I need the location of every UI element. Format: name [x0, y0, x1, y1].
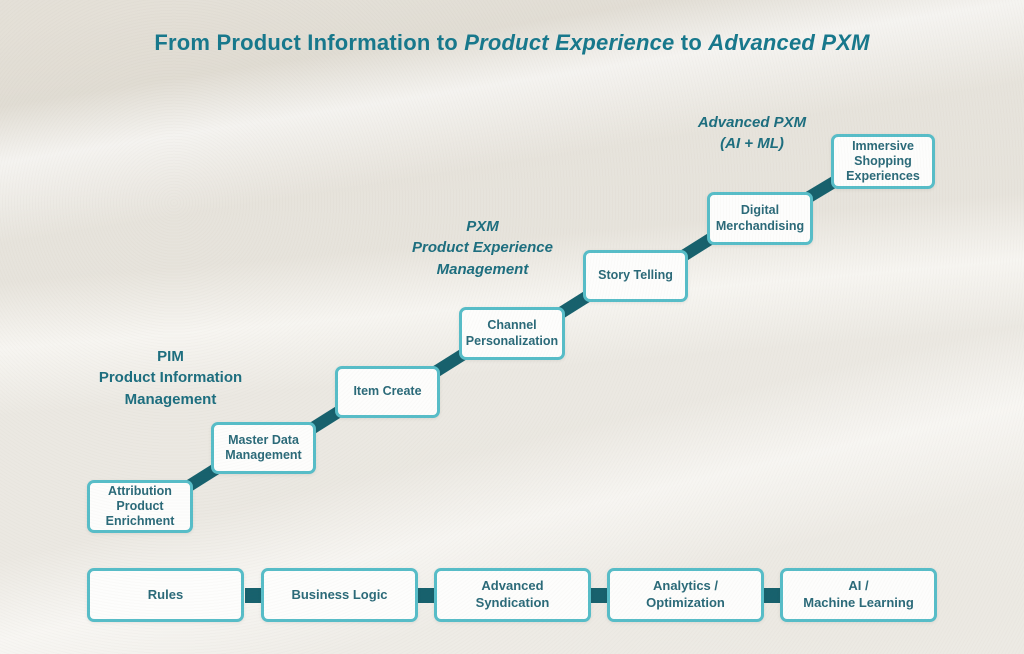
title-prefix: From Product Information to [154, 30, 465, 55]
group-label-advanced-pxm: Advanced PXM (AI + ML) [697, 114, 807, 153]
foundation-connector [764, 588, 780, 603]
foundation-box-rules: Rules [87, 568, 244, 622]
stage-box-master-data-management: Master Data Management [211, 422, 316, 474]
stage-box-digital-merchandising: Digital Merchandising [707, 192, 813, 245]
title-middle: to [674, 30, 709, 55]
foundation-box-business-logic: Business Logic [261, 568, 418, 622]
stage-box-channel-personalization: Channel Personalization [459, 307, 565, 360]
stage-box-item-create: Item Create [335, 366, 440, 418]
foundation-connector [591, 588, 607, 603]
group-label-pim: PIM Product Information Management [98, 348, 243, 408]
title-emphasis-product-experience: Product Experience [464, 30, 675, 55]
page-title: From Product Information to Product Expe… [0, 30, 1024, 56]
foundation-connector [245, 588, 261, 603]
foundation-box-advanced-syndication: Advanced Syndication [434, 568, 591, 622]
stage-box-immersive-shopping-experiences: Immersive Shopping Experiences [831, 134, 935, 189]
foundation-box-ai-machine-learning: AI / Machine Learning [780, 568, 937, 622]
title-emphasis-advanced-pxm: Advanced PXM [708, 30, 870, 55]
group-label-pxm: PXM Product Experience Management [412, 218, 553, 278]
stage-box-attribution-product-enrichment: Attribution Product Enrichment [87, 480, 193, 533]
foundation-box-analytics-optimization: Analytics / Optimization [607, 568, 764, 622]
foundation-connector [418, 588, 434, 603]
stage-box-story-telling: Story Telling [583, 250, 688, 302]
